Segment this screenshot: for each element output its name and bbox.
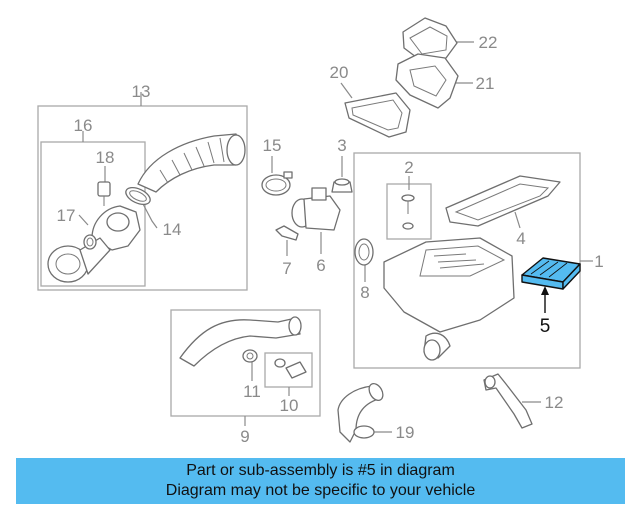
part-4-airbox-lid	[445, 175, 561, 227]
callout-10: 10	[280, 396, 299, 415]
group-box-13	[37, 105, 248, 291]
part-20-air-duct	[344, 92, 411, 138]
part-5-filter-pleats	[530, 260, 568, 278]
part-2-bolt	[401, 194, 415, 230]
part-14-clamp	[125, 186, 151, 206]
callout-11: 11	[243, 382, 261, 401]
part-18-sensor	[97, 181, 111, 206]
part-15-hose-clamp	[261, 171, 293, 196]
part-10-bolts	[274, 358, 307, 379]
part-22-engine-cover	[402, 17, 458, 61]
leader-5-arrowhead	[541, 286, 549, 295]
banner-line-2: Diagram may not be specific to your vehi…	[165, 482, 476, 499]
callout-9: 9	[240, 427, 249, 446]
part-12-breather-tube	[483, 373, 533, 429]
callout-15: 15	[263, 136, 282, 155]
callout-4: 4	[516, 229, 525, 248]
part-13-intake-hose	[137, 133, 246, 193]
callout-21: 21	[476, 74, 495, 93]
part-9-air-pipe	[179, 316, 302, 367]
callout-3: 3	[337, 136, 346, 155]
banner-line-1: Part or sub-assembly is #5 in diagram	[186, 462, 455, 479]
part-1-air-cleaner	[383, 237, 515, 361]
callout-17: 17	[57, 206, 76, 225]
callout-19: 19	[396, 423, 415, 442]
part-11-grommet	[242, 349, 258, 363]
part-19-hose	[337, 382, 384, 443]
part-21-cover-housing	[395, 53, 459, 109]
group-box-16	[40, 141, 146, 287]
part-5-air-filter	[521, 257, 581, 290]
part-16-throttle-elbow	[47, 205, 141, 283]
part-8-gasket	[354, 238, 374, 266]
part-3-grommet	[331, 178, 353, 193]
part-7-bolt	[275, 225, 299, 241]
callout-2: 2	[404, 158, 413, 177]
callout-1: 1	[594, 252, 603, 271]
callout-12: 12	[545, 393, 564, 412]
callout-7: 7	[282, 259, 291, 278]
parts-diagram: 13 16 18 17 14 15 3 2 4 1 6 7 8 5 11 10 …	[37, 17, 604, 446]
callout-20: 20	[330, 63, 349, 82]
group-box-2	[386, 183, 432, 240]
callout-8: 8	[360, 283, 369, 302]
callout-6: 6	[316, 256, 325, 275]
part-5-filter-end	[562, 263, 581, 290]
callout-13: 13	[132, 82, 151, 101]
callout-22: 22	[479, 33, 498, 52]
part-17-o-ring	[83, 234, 97, 250]
callout-18: 18	[96, 148, 115, 167]
callout-14: 14	[163, 220, 182, 239]
info-banner: Part or sub-assembly is #5 in diagram Di…	[16, 458, 625, 504]
callout-16: 16	[74, 116, 93, 135]
part-6-maf-sensor	[291, 187, 341, 231]
callout-5: 5	[540, 316, 551, 337]
